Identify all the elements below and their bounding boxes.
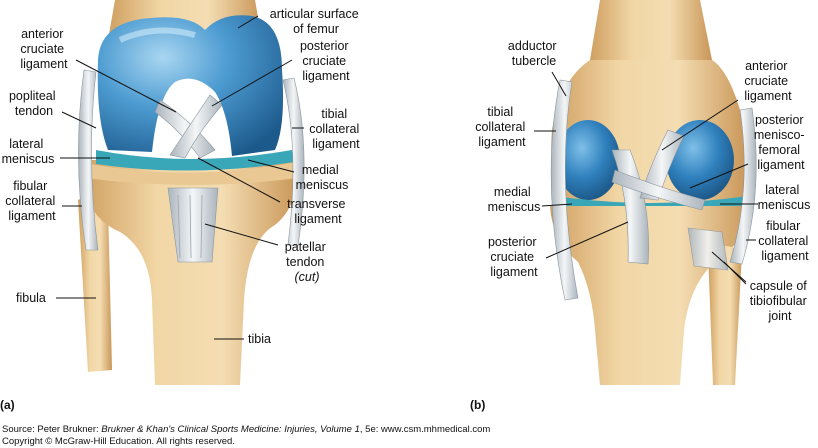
label-transverse-ligament-a: transverse ligament bbox=[287, 197, 349, 226]
copyright-line: Copyright © McGraw-Hill Education. All r… bbox=[2, 436, 235, 447]
label-tibial-collateral-b: tibial collateral ligament bbox=[475, 105, 529, 149]
label-lateral-meniscus-a: lateral meniscus bbox=[2, 137, 55, 166]
menisci-a bbox=[96, 150, 294, 171]
label-anterior-cruciate-a: anterior cruciate ligament bbox=[20, 27, 68, 71]
tibial-collateral-lig-a bbox=[282, 77, 305, 247]
label-tibia-a: tibia bbox=[248, 332, 271, 346]
label-adductor-tubercle-b: adductor tubercle bbox=[508, 39, 560, 68]
label-posterior-cruciate-b: posterior cruciate ligament bbox=[488, 235, 540, 279]
label-tibial-collateral-a: tibial collateral ligament bbox=[309, 107, 363, 151]
panel-tag-a: (a) bbox=[0, 398, 15, 412]
panel-a-labels: articular surface of femur anterior cruc… bbox=[0, 7, 363, 412]
fibula-bone-b bbox=[708, 246, 742, 385]
fibular-collateral-lig-b bbox=[729, 107, 757, 265]
label-patellar-tendon-a: patellar tendon (cut) bbox=[285, 240, 329, 284]
fibular-collateral-lig-a bbox=[78, 69, 99, 251]
label-posterior-cruciate-a: posterior cruciate ligament bbox=[300, 39, 352, 83]
femoral-condyles-a bbox=[97, 15, 284, 157]
anterior-cruciate-lig-b bbox=[639, 129, 685, 201]
label-posterior-meniscofemoral-b: posterior menisco- femoral ligament bbox=[754, 113, 808, 172]
patellar-tendon-a bbox=[167, 187, 219, 263]
label-medial-meniscus-a: medial meniscus bbox=[296, 163, 349, 192]
cruciate-ligaments-a bbox=[154, 99, 216, 159]
panel-a-illustration bbox=[78, 0, 305, 385]
panel-tag-b: (b) bbox=[470, 398, 485, 412]
femur-shaft-b bbox=[590, 0, 712, 60]
label-anterior-cruciate-b: anterior cruciate ligament bbox=[744, 59, 792, 103]
label-fibular-collateral-a: fibular collateral ligament bbox=[5, 179, 59, 223]
label-medial-meniscus-b: medial meniscus bbox=[488, 185, 541, 214]
tibial-collateral-lig-b bbox=[550, 79, 579, 301]
medial-condyle-cartilage-b bbox=[556, 120, 620, 200]
label-capsule-tibiofibular-b: capsule of tibiofibular joint bbox=[750, 279, 810, 323]
label-fibula-a: fibula bbox=[16, 291, 46, 305]
source-line: Source: Peter Brukner: Brukner & Khan's … bbox=[2, 424, 491, 435]
lateral-condyle-cartilage-b bbox=[666, 120, 734, 200]
label-popliteal-tendon-a: popliteal tendon bbox=[9, 89, 59, 118]
meniscofemoral-lig-b bbox=[611, 169, 706, 211]
panel-b-labels: adductor tubercle anterior cruciate liga… bbox=[470, 39, 812, 412]
label-articular-surface-a: articular surface of femur bbox=[270, 7, 362, 36]
panel-b-illustration bbox=[550, 0, 757, 385]
label-fibular-collateral-b: fibular collateral ligament bbox=[758, 219, 812, 263]
label-lateral-meniscus-b: lateral meniscus bbox=[758, 183, 811, 212]
tibiofibular-capsule-b bbox=[687, 227, 729, 271]
tibia-bone-a bbox=[81, 160, 299, 385]
